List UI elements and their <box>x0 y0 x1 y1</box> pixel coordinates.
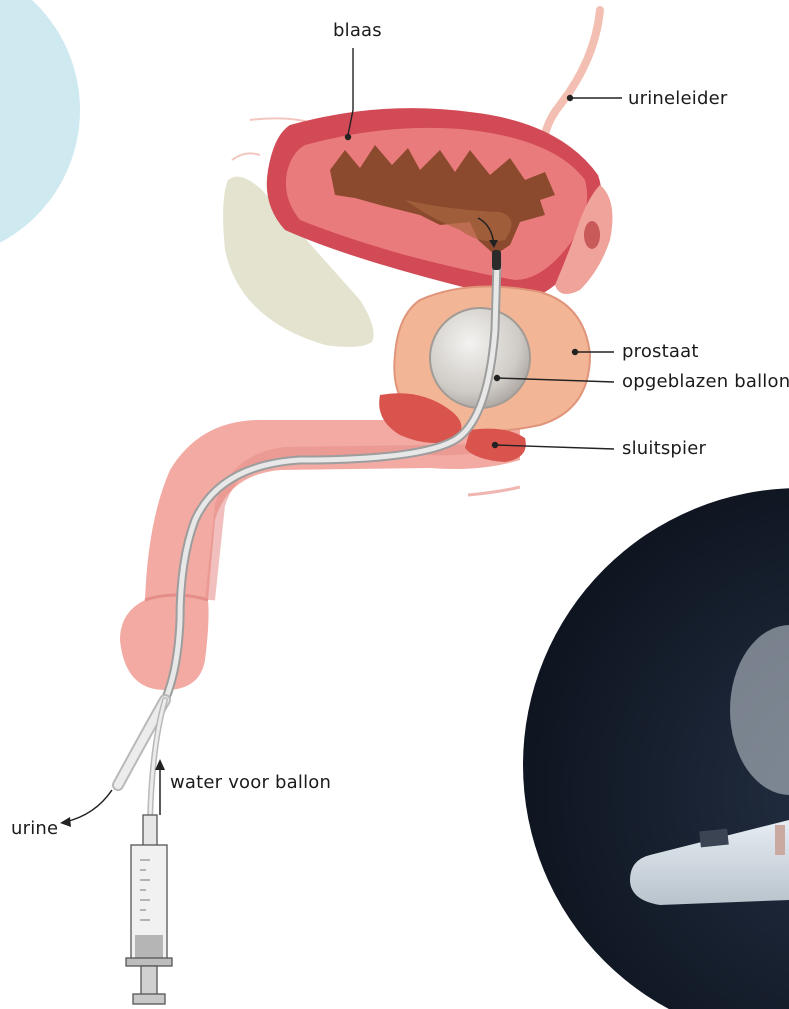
label-water: water voor ballon <box>170 772 331 793</box>
catheter-tip <box>492 250 501 270</box>
urine-arrow <box>65 790 112 822</box>
sphincter-leader-dot <box>493 443 498 448</box>
ureter-leader-dot <box>568 96 573 101</box>
label-balloon: opgeblazen ballon <box>622 371 789 392</box>
balloon-leader-dot <box>495 376 500 381</box>
syringe <box>126 815 172 1004</box>
skin-line <box>468 487 520 495</box>
prostate-leader-dot <box>573 350 578 355</box>
urine-arrowhead <box>60 817 71 827</box>
label-sphincter: sluitspier <box>622 438 706 459</box>
bladder-leader-dot <box>346 135 351 140</box>
label-prostate: prostaat <box>622 341 699 362</box>
vesicle-duct <box>584 221 600 249</box>
background-circle <box>0 0 80 260</box>
label-ureter: urineleider <box>628 88 727 109</box>
label-bladder: blaas <box>333 20 382 41</box>
catheter-photo <box>523 488 789 1009</box>
ureter <box>545 10 600 135</box>
body-outline-2 <box>232 153 260 160</box>
label-urine: urine <box>11 818 58 839</box>
